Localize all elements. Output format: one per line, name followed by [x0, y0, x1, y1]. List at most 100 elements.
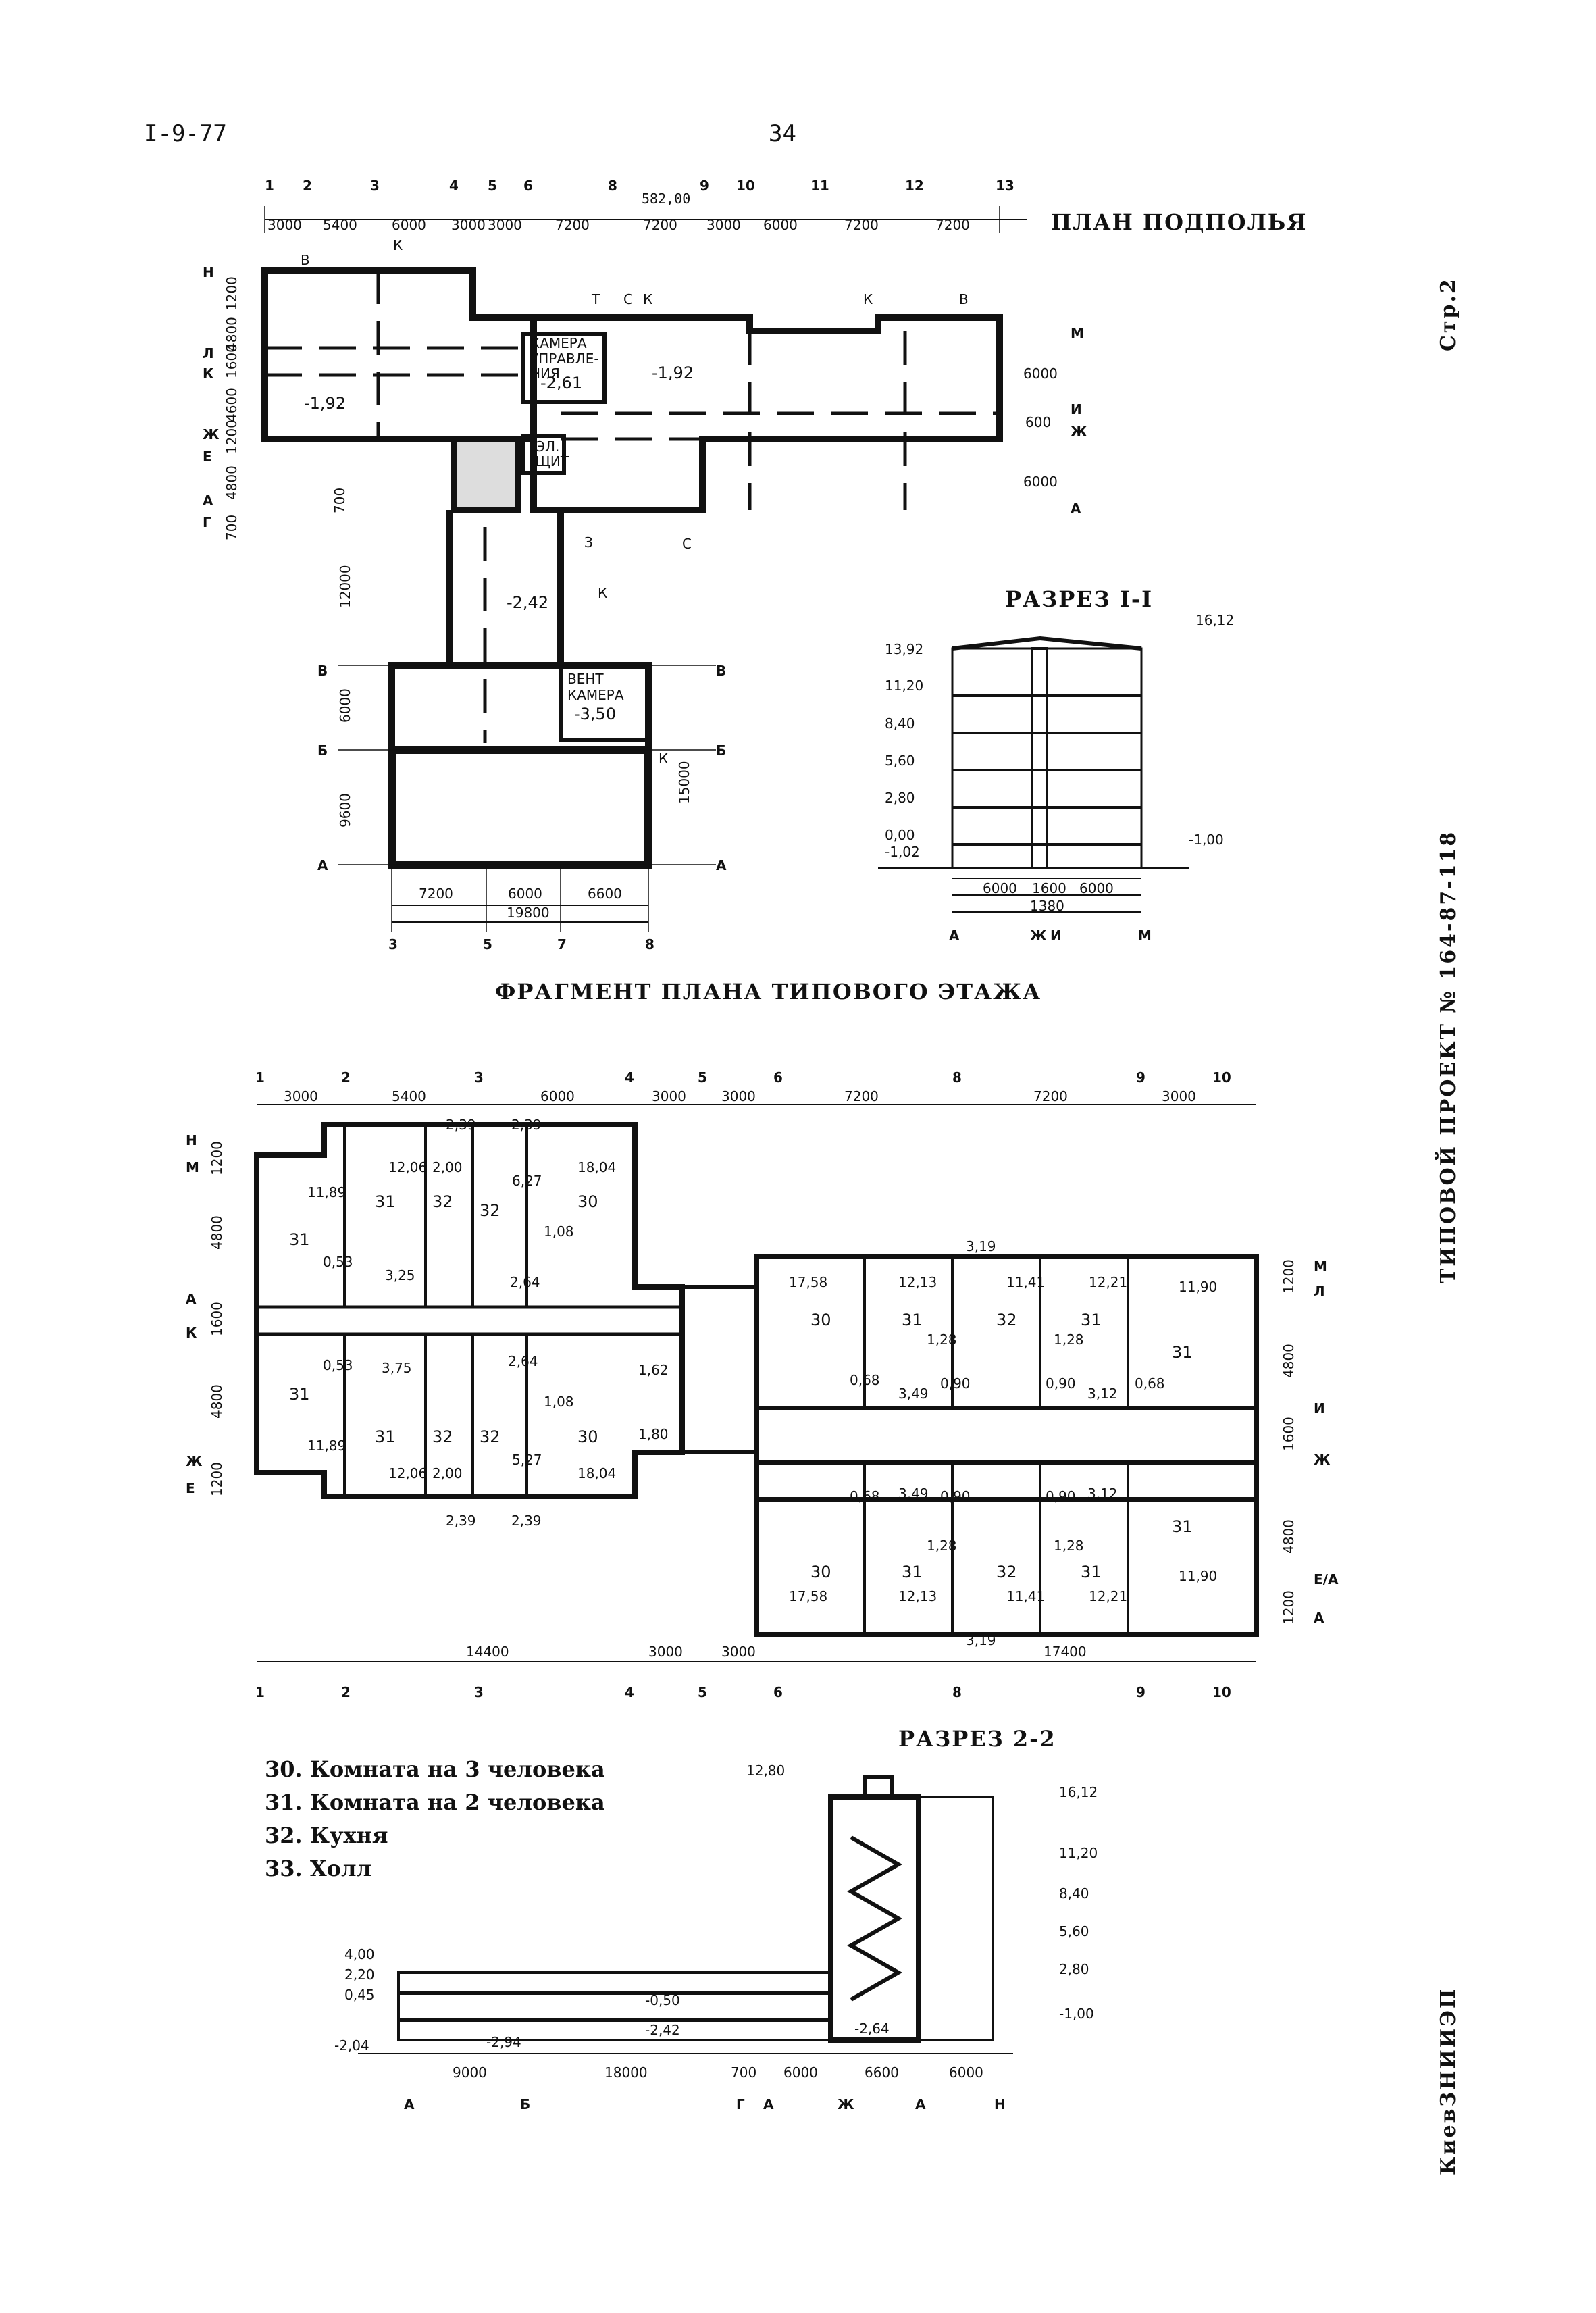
dimension: 3000: [451, 217, 486, 233]
room-area: 12,21: [1089, 1274, 1127, 1290]
room-area: 2,39: [511, 1117, 542, 1133]
basement-plan: [261, 206, 1027, 932]
dimension: 1600: [1281, 1417, 1297, 1451]
mark: С: [682, 536, 692, 552]
room-area: 3,12: [1087, 1485, 1118, 1502]
mark: К: [659, 751, 668, 767]
room-area: 3,25: [385, 1267, 415, 1283]
room-area: 6,27: [512, 1173, 542, 1189]
dimension: 6000: [392, 217, 426, 233]
dimension: 600: [1025, 414, 1051, 430]
dimension: 14400: [466, 1644, 509, 1660]
dimension: 1200: [224, 420, 240, 454]
level-mark: -1,92: [652, 363, 694, 382]
room-number: 30: [577, 1427, 598, 1446]
level-mark: 11,20: [885, 678, 923, 694]
dimension: 6000: [949, 2064, 983, 2081]
axis-label: 13: [996, 178, 1014, 194]
dimension: 1600: [1032, 880, 1066, 896]
mark: В: [301, 252, 310, 268]
dimension: 1200: [209, 1141, 225, 1175]
room-label: ЩИТ: [536, 453, 569, 469]
mark: К: [643, 291, 652, 307]
axis-label: Н: [994, 2096, 1006, 2112]
axis-label: 2: [303, 178, 312, 194]
axis-label: М: [186, 1159, 199, 1175]
axis-label: А: [949, 927, 960, 944]
axis-label: Б: [317, 742, 328, 759]
room-area: 11,90: [1179, 1279, 1217, 1295]
axis-label: Н: [203, 264, 214, 280]
dimension: 6000: [1023, 474, 1058, 490]
room-area: 12,06: [388, 1465, 427, 1481]
room-area: 12,13: [898, 1588, 937, 1604]
axis-label: Е: [186, 1480, 195, 1496]
level-mark: -3,50: [574, 705, 616, 723]
dimension: 1600: [209, 1302, 225, 1336]
room-area: 3,12: [1087, 1386, 1118, 1402]
level-mark: -2,42: [645, 2022, 680, 2038]
room-area: 12,21: [1089, 1588, 1127, 1604]
room-area: 3,49: [898, 1485, 929, 1502]
level-mark: -1,00: [1189, 832, 1224, 848]
level-mark: -1,00: [1059, 2006, 1094, 2022]
overall-dimension: 582,00: [642, 190, 691, 207]
level-mark: -1,92: [304, 394, 346, 413]
room-label: УПРАВЛЕ-: [530, 351, 599, 367]
level-mark: -2,42: [507, 593, 548, 612]
mark: К: [598, 585, 607, 601]
axis-label: 3: [370, 178, 380, 194]
axis-label: 2: [341, 1684, 351, 1700]
room-area: 2,39: [446, 1513, 476, 1529]
legend-item: 32. Кухня: [265, 1823, 388, 1848]
axis-label: А: [915, 2096, 926, 2112]
mark: В: [959, 291, 969, 307]
axis-label: И: [1314, 1400, 1325, 1417]
room-number: 32: [480, 1427, 500, 1446]
room-number: 32: [480, 1201, 500, 1220]
axis-label: 9: [1136, 1069, 1145, 1086]
dimension: 4800: [209, 1384, 225, 1419]
axis-label: 3: [388, 936, 398, 952]
dimension: 4800: [224, 317, 240, 351]
dimension: 6000: [983, 880, 1017, 896]
room-area: 0,90: [1046, 1488, 1076, 1504]
room-area: 2,39: [446, 1117, 476, 1133]
axis-label: Ж: [1030, 927, 1047, 944]
dimension: 5400: [323, 217, 357, 233]
room-area: 0,90: [940, 1488, 971, 1504]
room-area: 0,53: [323, 1357, 353, 1373]
typical-plan-drawing: [254, 1104, 1259, 1662]
axis-label: Б: [520, 2096, 530, 2112]
room-number: 30: [810, 1311, 831, 1329]
typical-plan-title: ФРАГМЕНТ ПЛАНА ТИПОВОГО ЭТАЖА: [495, 979, 1042, 1005]
room-area: 11,89: [307, 1184, 346, 1200]
room-area: 2,39: [511, 1513, 542, 1529]
axis-label: В: [716, 663, 726, 679]
axis-label: 1: [265, 178, 274, 194]
dimension: 3000: [648, 1644, 683, 1660]
dimension: 7200: [844, 217, 879, 233]
room-area: 18,04: [577, 1465, 616, 1481]
axis-label: 12: [905, 178, 924, 194]
dimension: 1200: [224, 276, 240, 311]
level-mark: 8,40: [885, 715, 915, 732]
dimension: 12000: [337, 565, 353, 608]
dimension: 1380: [1030, 898, 1064, 914]
axis-label: 6: [773, 1684, 783, 1700]
room-area: 3,49: [898, 1386, 929, 1402]
room-area: 17,58: [789, 1274, 827, 1290]
axis-label: 6: [773, 1069, 783, 1086]
axis-label: 5: [698, 1069, 707, 1086]
axis-label: А: [1314, 1610, 1324, 1626]
axis-label: 6: [523, 178, 533, 194]
room-area: 3,75: [382, 1360, 412, 1376]
level-mark: 13,92: [885, 641, 923, 657]
room-number: 32: [432, 1192, 453, 1211]
axis-label: 11: [810, 178, 829, 194]
room-number: 30: [577, 1192, 598, 1211]
room-area: 0,68: [850, 1372, 880, 1388]
room-label: КАМЕРА: [567, 687, 624, 703]
axis-label: 5: [483, 936, 492, 952]
axis-label: М: [1138, 927, 1152, 944]
